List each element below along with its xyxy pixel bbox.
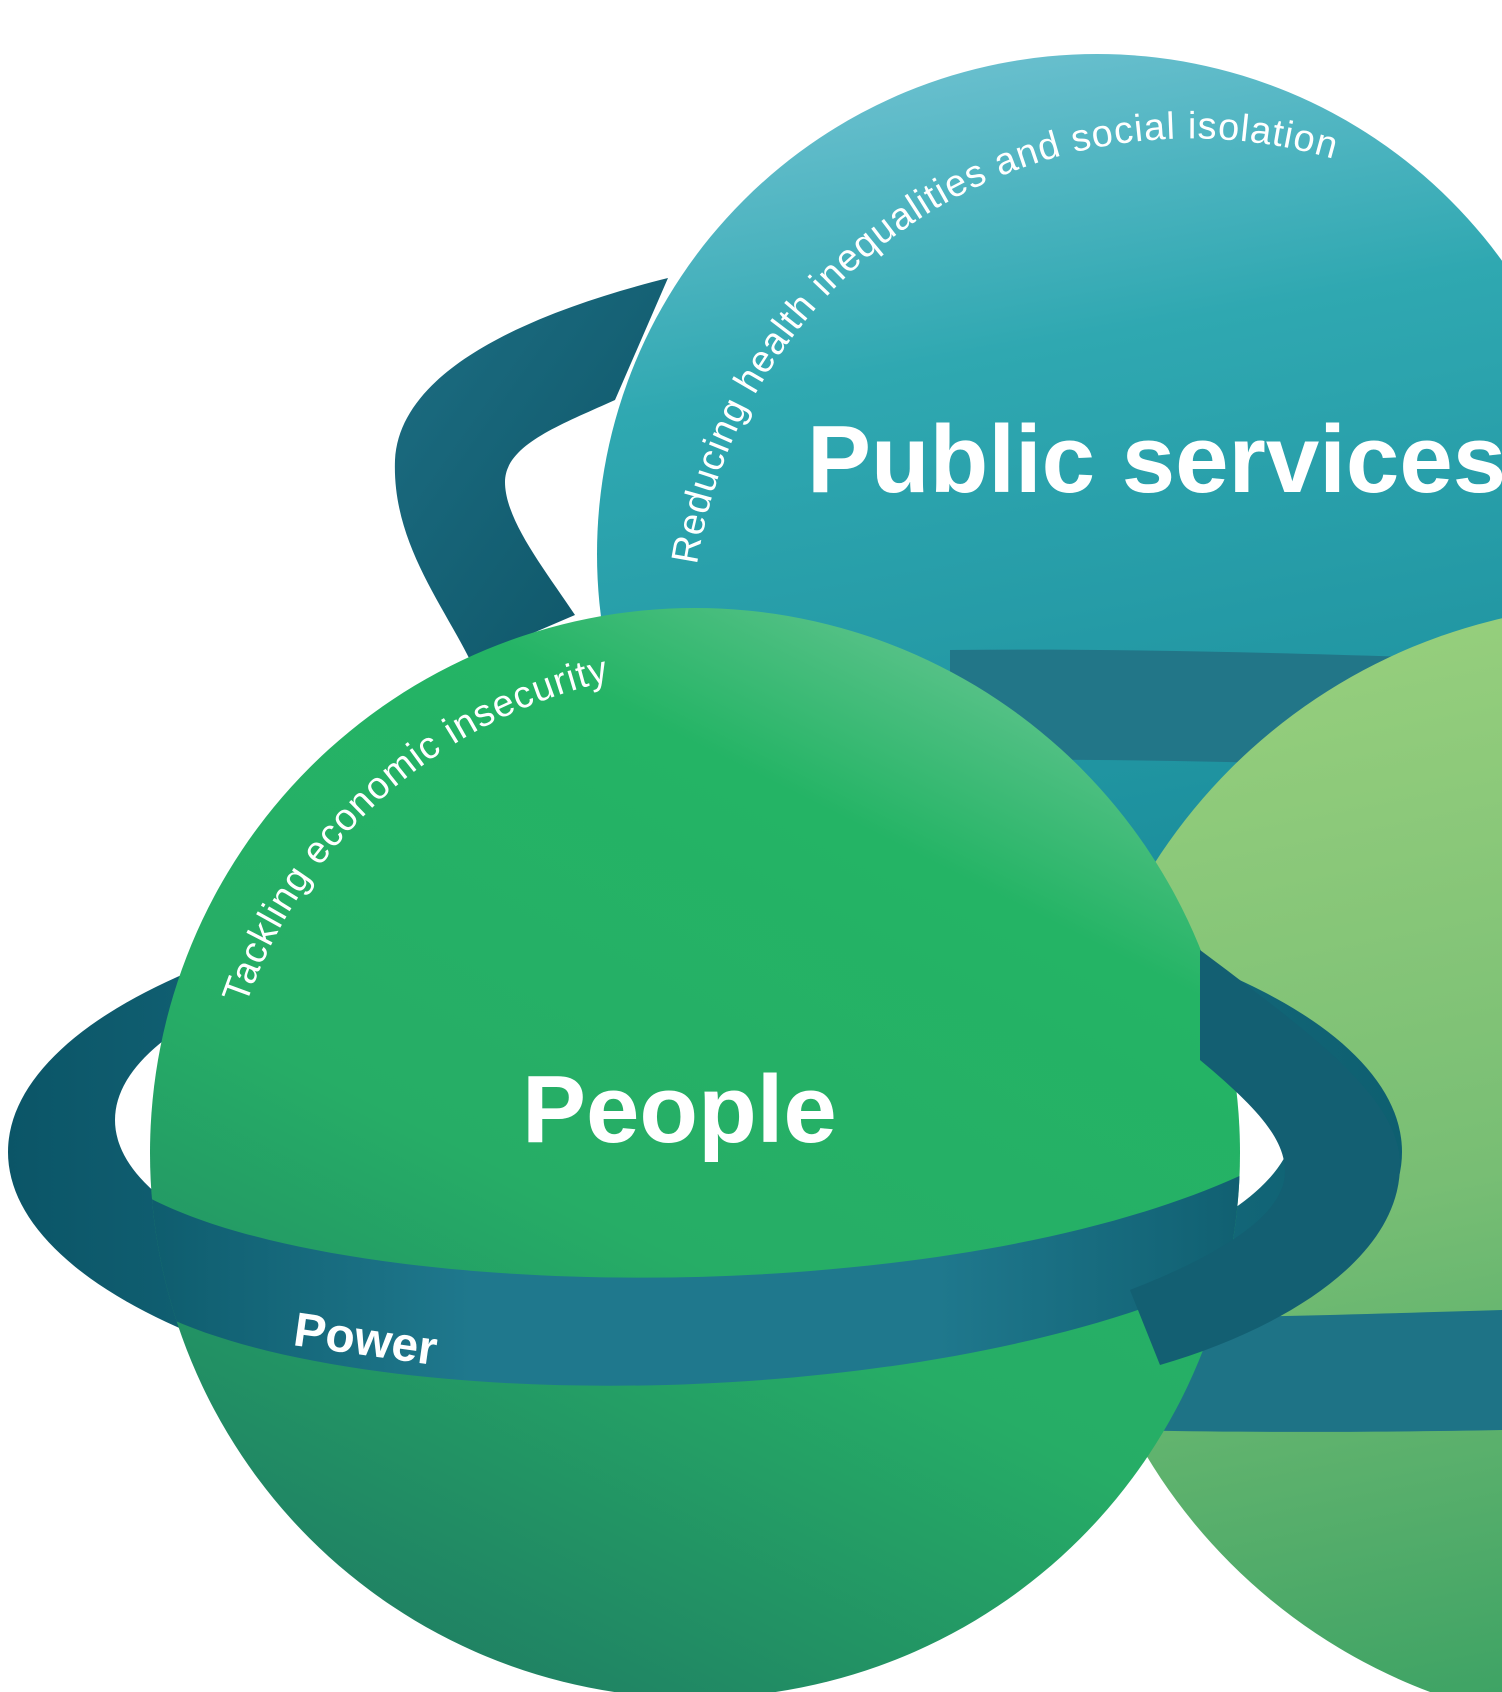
people-title: People: [522, 1056, 837, 1163]
people-planet: [150, 608, 1240, 1692]
people-ring-right-arm: [1130, 950, 1400, 1365]
public-ring-back: [394, 278, 668, 660]
people-ring-front: [150, 1150, 1240, 1386]
public-services-title: Public services: [807, 406, 1502, 513]
